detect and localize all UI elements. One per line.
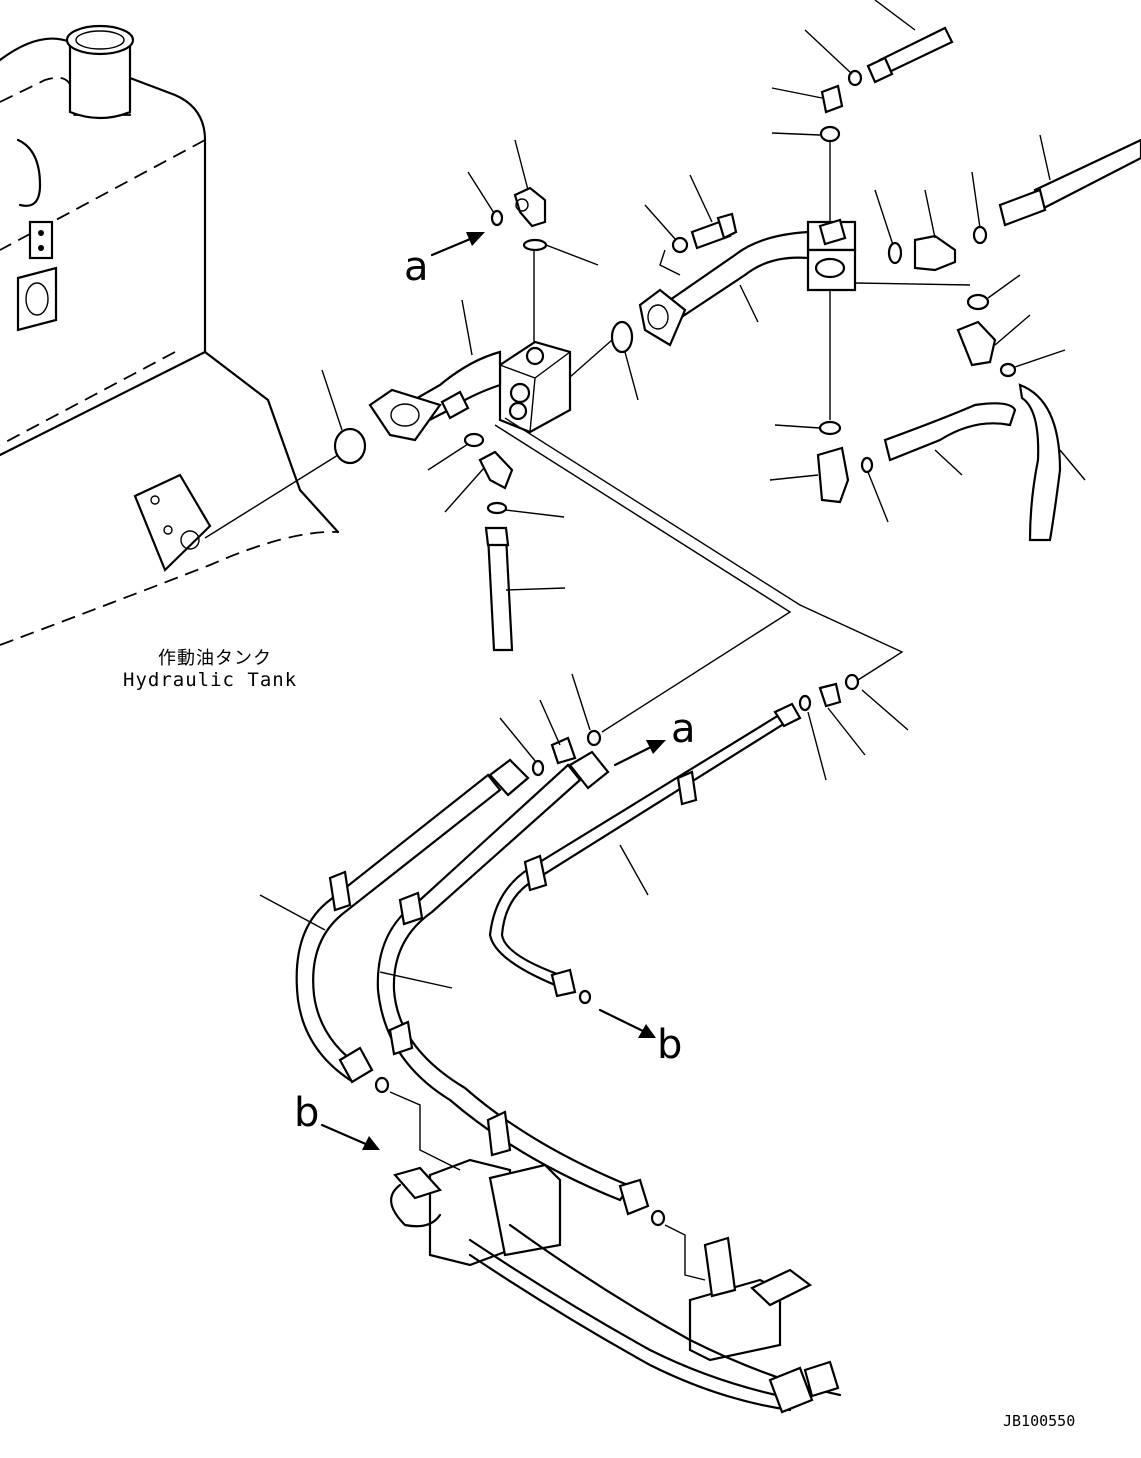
lower-valve-assembly bbox=[390, 1158, 842, 1414]
hoses bbox=[295, 26, 1141, 1216]
upper-valve-block bbox=[368, 340, 572, 442]
ref-label-a-upper: a bbox=[404, 244, 429, 290]
tank-label-english: Hydraulic Tank bbox=[123, 669, 298, 691]
reference-arrows bbox=[320, 232, 666, 1150]
tank-label-japanese: 作動油タンク bbox=[158, 648, 272, 669]
upper-right-valve-block bbox=[638, 218, 857, 347]
drawing-number: JB100550 bbox=[1003, 1412, 1076, 1430]
fittings bbox=[333, 69, 1017, 1227]
ref-label-b-left: b bbox=[294, 1090, 320, 1136]
leader-lines bbox=[204, 0, 1086, 1281]
hydraulic-tank bbox=[0, 24, 340, 646]
ref-label-b-right: b bbox=[657, 1022, 683, 1068]
ref-label-a-lower: a bbox=[671, 706, 696, 752]
